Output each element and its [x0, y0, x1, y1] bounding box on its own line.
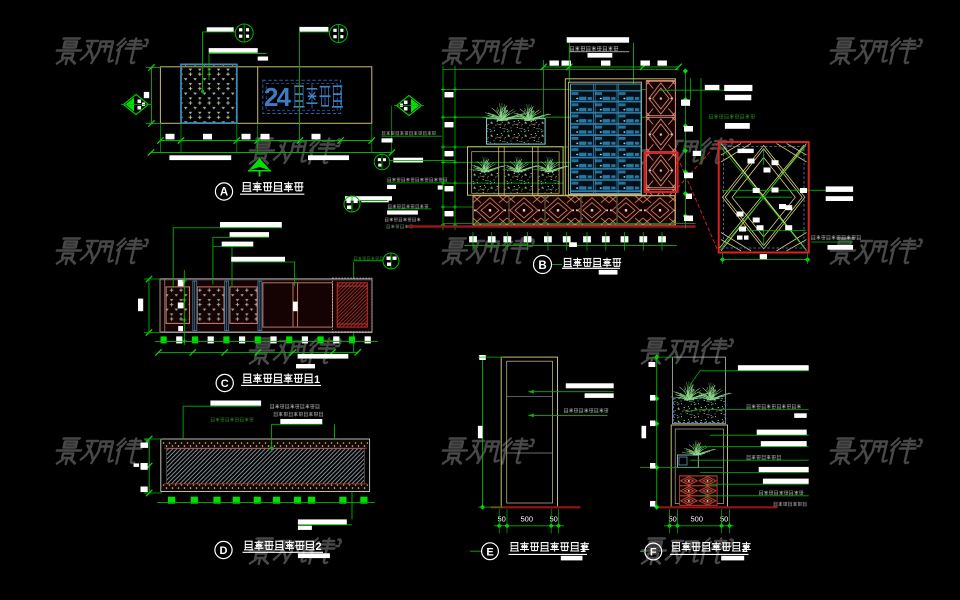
svg-text:1: 1	[314, 374, 320, 386]
svg-text:1: 1	[580, 543, 586, 555]
svg-text:C: C	[221, 378, 229, 390]
svg-text:500: 500	[691, 515, 704, 524]
svg-text:2: 2	[742, 543, 748, 555]
svg-text:2: 2	[316, 541, 322, 553]
svg-text:A: A	[220, 187, 228, 199]
svg-text:500: 500	[521, 515, 534, 524]
svg-text:24: 24	[264, 82, 292, 112]
svg-text:50: 50	[498, 515, 506, 524]
svg-text:50: 50	[669, 515, 677, 524]
svg-text:E: E	[486, 546, 493, 558]
svg-text:F: F	[650, 547, 657, 559]
svg-text:D: D	[220, 545, 228, 557]
svg-text:B: B	[538, 260, 546, 272]
svg-text:50: 50	[720, 515, 728, 524]
svg-text:50: 50	[550, 515, 558, 524]
